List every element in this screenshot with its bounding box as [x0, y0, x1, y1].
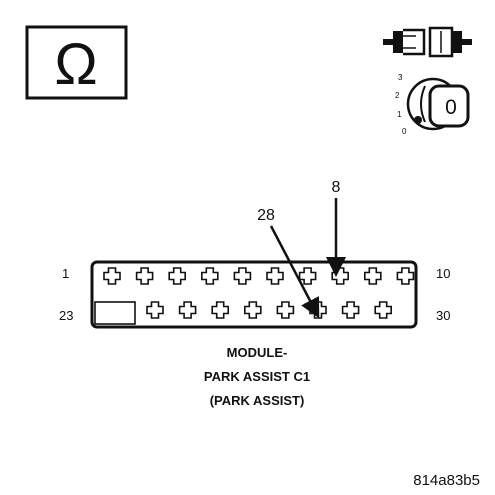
ignition-position-1: 1	[397, 110, 402, 119]
ignition-position-0: 0	[402, 127, 407, 136]
ignition-position-3: 3	[398, 73, 403, 82]
callout-pin-8: 8	[332, 179, 341, 196]
terminal-cavity-9	[364, 267, 382, 285]
terminal-cavity-2	[135, 267, 154, 285]
connector-title-line-1: MODULE-	[227, 345, 288, 360]
pin-number-30: 30	[436, 308, 450, 323]
terminal-cavity-4	[201, 267, 219, 285]
ohm-symbol: Ω	[54, 32, 97, 97]
terminal-cavity-6	[266, 267, 284, 285]
connector-key-slot	[94, 301, 136, 325]
terminal-cavity-23	[146, 301, 164, 319]
terminal-cavity-10	[396, 267, 415, 285]
connector-title-line-3: (PARK ASSIST)	[210, 393, 305, 408]
terminal-cavity-7	[298, 267, 317, 285]
ignition-position-2: 2	[395, 91, 400, 100]
terminal-cavity-27	[276, 301, 295, 319]
ignition-key-icon: 3 2 1 0 0	[395, 73, 470, 136]
callout-arrow-pin-28	[269, 225, 320, 319]
connector-pins	[103, 267, 415, 319]
ohmmeter-icon: Ω	[25, 25, 128, 100]
pin-number-10: 10	[436, 266, 450, 281]
ignition-key-label: 0	[445, 96, 457, 119]
disconnected-connector-icon	[383, 26, 472, 58]
terminal-cavity-3	[168, 267, 186, 285]
terminal-cavity-29	[341, 301, 360, 319]
pin-number-23: 23	[59, 308, 73, 323]
callout-pin-28: 28	[257, 207, 275, 224]
park-assist-connector	[90, 260, 418, 329]
terminal-cavity-5	[233, 267, 252, 285]
connector-title-line-2: PARK ASSIST C1	[204, 369, 310, 384]
pin-number-1: 1	[62, 266, 69, 281]
terminal-cavity-1	[103, 267, 121, 285]
figure-code: 814a83b5	[413, 472, 480, 489]
terminal-cavity-26	[244, 301, 262, 319]
terminal-cavity-25	[211, 301, 229, 319]
terminal-cavity-24	[178, 301, 197, 319]
terminal-cavity-30	[374, 301, 392, 319]
